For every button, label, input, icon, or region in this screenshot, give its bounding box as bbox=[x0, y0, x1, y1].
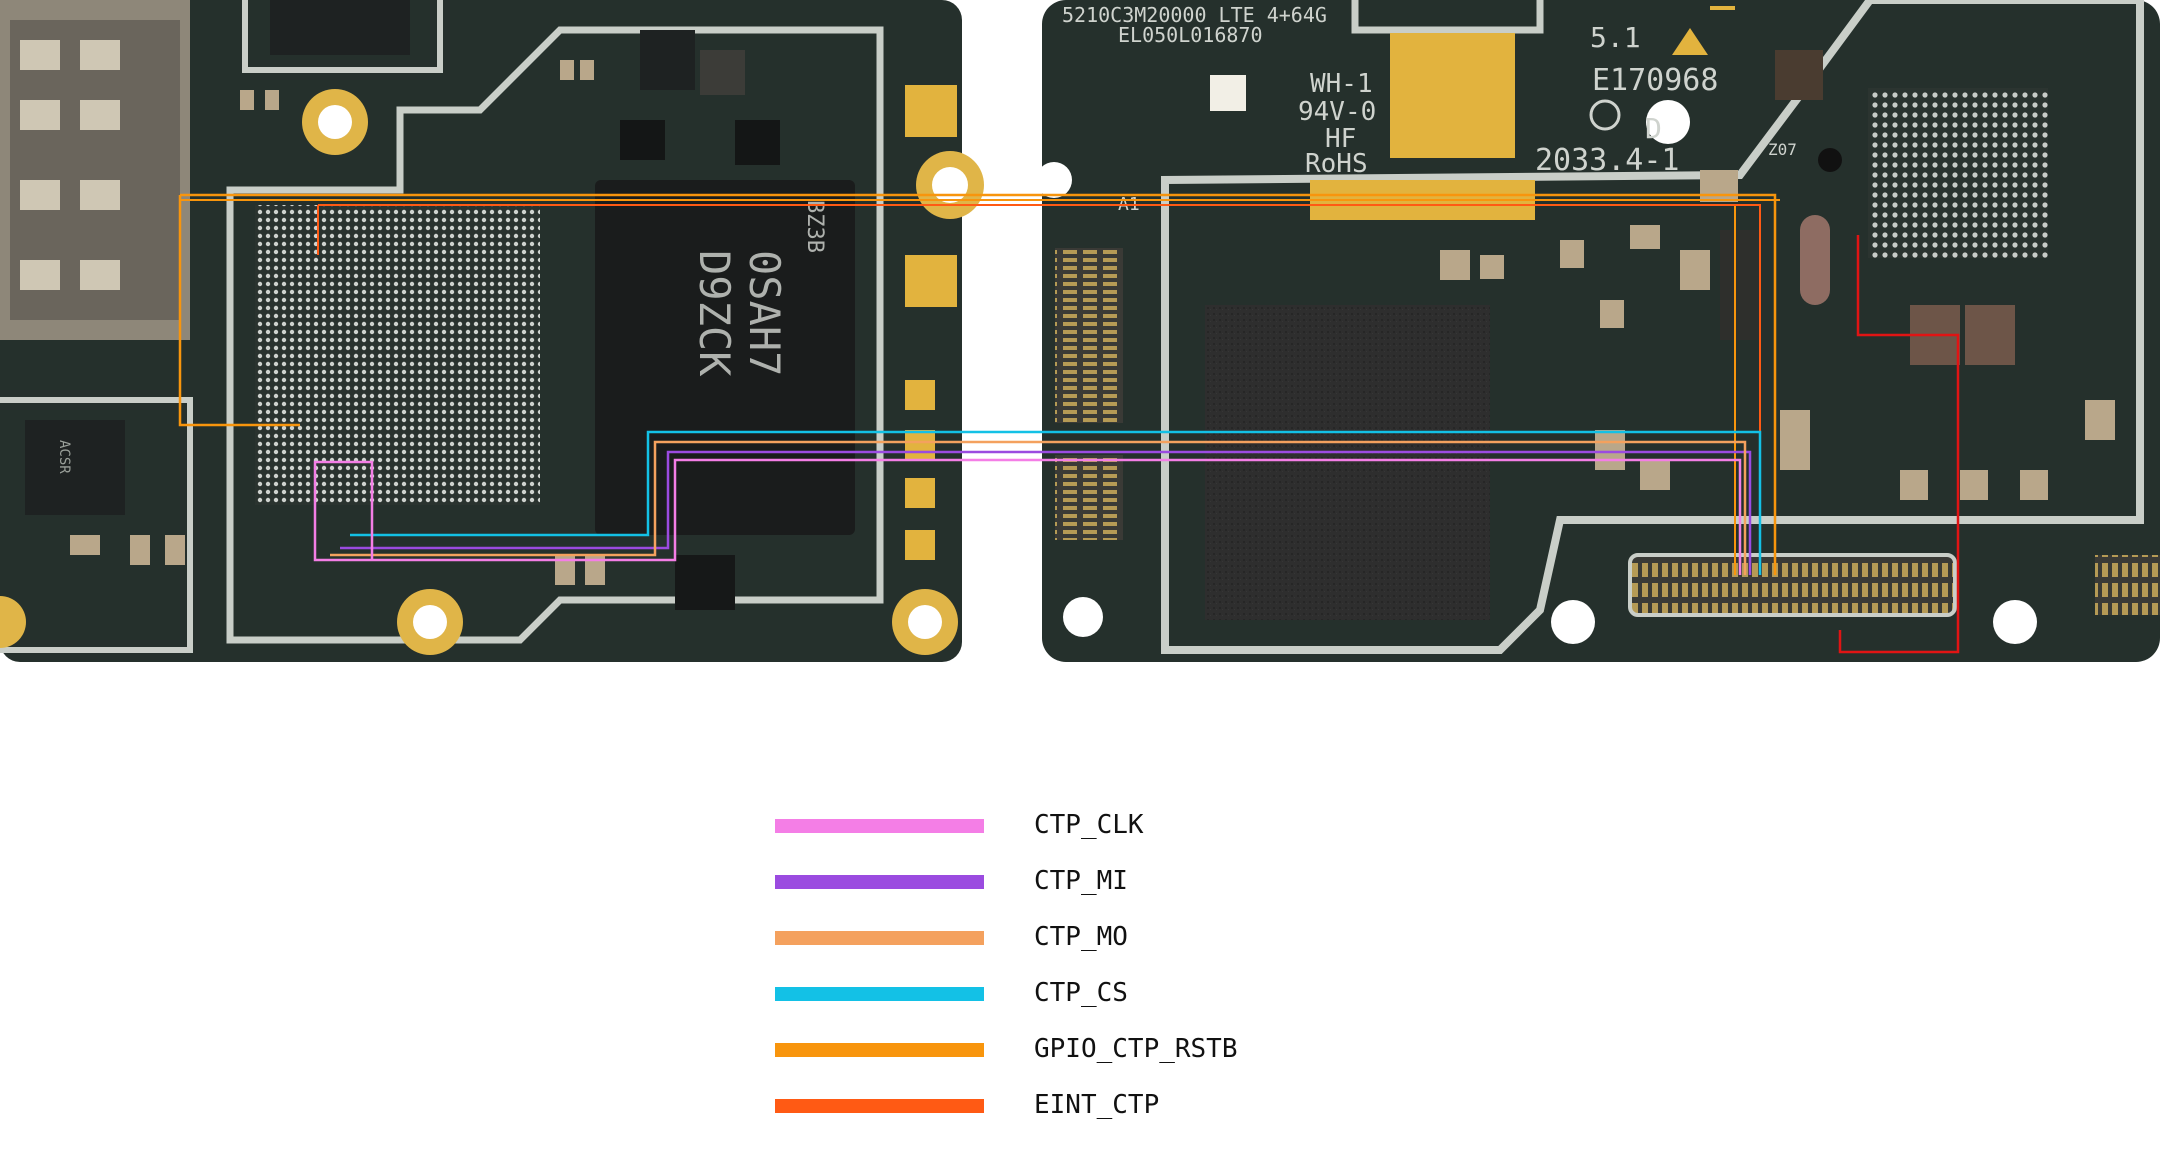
board-header-line-2: EL050L016870 bbox=[1118, 23, 1263, 47]
mem-chip-marking-0: BZ3B bbox=[802, 200, 827, 253]
trace-ctp-mo bbox=[330, 440, 1747, 575]
fpc-connector bbox=[1628, 553, 1957, 617]
pmic-small bbox=[25, 420, 125, 515]
left-soc-bga bbox=[255, 205, 540, 505]
right-shield-ic bbox=[1205, 305, 1490, 620]
legend-item-eint-ctp: EINT_CTP bbox=[775, 1085, 1375, 1125]
legend-item-ctp-mi: CTP_MI bbox=[775, 861, 1375, 901]
legend-swatch bbox=[775, 1099, 984, 1113]
board-header-line-1: 5210C3M20000 LTE 4+64G bbox=[1062, 3, 1327, 27]
right-mount-holes bbox=[1036, 100, 2037, 644]
mem-chip-marking-2: D9ZCK bbox=[690, 250, 739, 377]
ul-date: 2033.4-1 bbox=[1535, 143, 1680, 178]
legend-swatch bbox=[775, 931, 984, 945]
legend-label: CTP_CLK bbox=[1034, 810, 1144, 840]
material-line-2: 94V-0 bbox=[1298, 97, 1376, 127]
legend-item-ctp-mo: CTP_MO bbox=[775, 917, 1375, 957]
left-gold-pads bbox=[905, 85, 957, 560]
legend-label: CTP_MI bbox=[1034, 866, 1128, 896]
legend-swatch bbox=[775, 875, 984, 889]
right-passives bbox=[1440, 170, 2115, 500]
trace-gpio-ctp-rstb bbox=[178, 193, 1777, 575]
left-passives bbox=[70, 60, 605, 585]
memory-chip bbox=[595, 180, 855, 535]
legend-swatch bbox=[775, 987, 984, 1001]
board-cert-id: E170968 bbox=[1592, 63, 1718, 98]
legend-swatch bbox=[775, 819, 984, 833]
trace-ctp-mi bbox=[340, 450, 1752, 575]
right-silk-frame bbox=[1161, 0, 2144, 654]
legend-item-ctp-clk: CTP_CLK bbox=[775, 805, 1375, 845]
right-bga bbox=[1868, 88, 2048, 258]
legend-label: CTP_MO bbox=[1034, 922, 1128, 952]
signal-traces bbox=[178, 193, 1960, 654]
board-version: 5.1 bbox=[1590, 21, 1641, 54]
right-board: 5210C3M20000 LTE 4+64G EL050L016870 5.1 … bbox=[1036, 0, 2160, 662]
ul-mark: D bbox=[1645, 112, 1662, 145]
material-line-1: WH-1 bbox=[1310, 69, 1373, 99]
trace-red bbox=[1838, 235, 1960, 654]
material-line-4: RoHS bbox=[1305, 149, 1368, 179]
warning-triangle-icon bbox=[1672, 28, 1708, 55]
legend-label: CTP_CS bbox=[1034, 978, 1128, 1008]
legend-label: EINT_CTP bbox=[1034, 1090, 1160, 1120]
left-silk-frame-2 bbox=[0, 397, 193, 653]
trace-ctp-clk bbox=[313, 458, 1742, 575]
legend-label: GPIO_CTP_RSTB bbox=[1034, 1034, 1238, 1064]
left-board: 0SAH7 D9ZCK BZ3B ACSR bbox=[0, 0, 984, 662]
ul-logo-icon bbox=[1589, 99, 1621, 131]
legend-item-ctp-cs: CTP_CS bbox=[775, 973, 1375, 1013]
pmic-marking: ACSR bbox=[56, 440, 72, 474]
trace-ctp-cs bbox=[350, 430, 1762, 575]
left-silk-frame-3 bbox=[242, 0, 443, 73]
left-mount-holes bbox=[0, 89, 984, 655]
ref-z07: Z07 bbox=[1768, 140, 1797, 159]
right-silk-frame-2 bbox=[1351, 0, 1544, 34]
sim-contacts bbox=[20, 40, 120, 290]
right-connector-top bbox=[1055, 248, 1123, 423]
right-gold-pad-large bbox=[1390, 33, 1515, 158]
legend-item-gpio-ctp-rstb: GPIO_CTP_RSTB bbox=[775, 1029, 1375, 1069]
material-line-3: HF bbox=[1325, 124, 1356, 154]
legend-swatch bbox=[775, 1043, 984, 1057]
mem-chip-marking-1: 0SAH7 bbox=[740, 250, 789, 376]
right-connector-mid bbox=[1055, 455, 1123, 540]
